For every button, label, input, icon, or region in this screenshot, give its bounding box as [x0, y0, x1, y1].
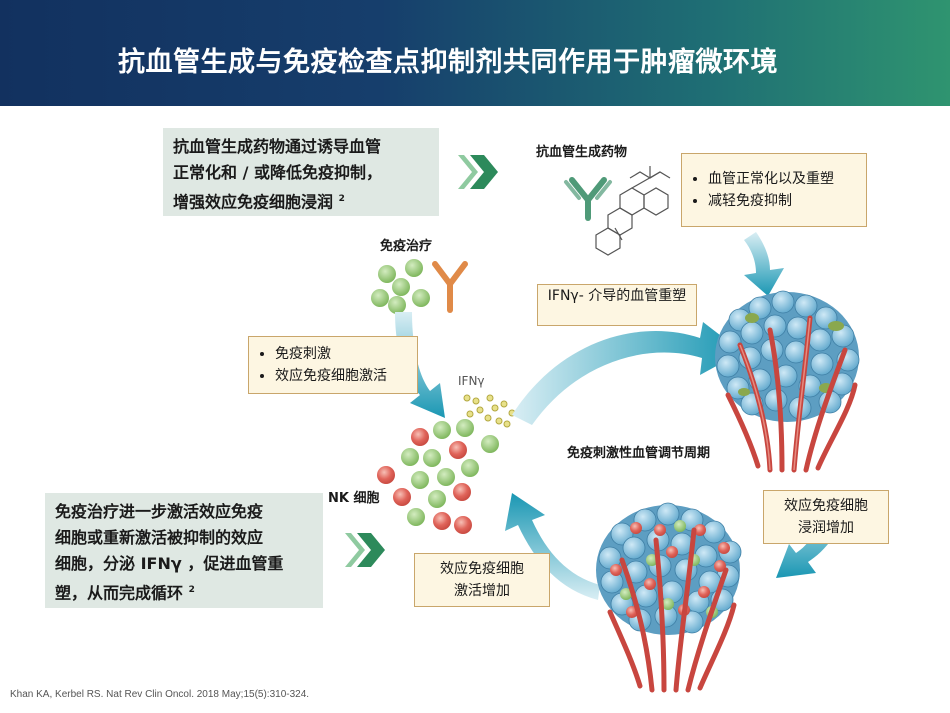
antibody-icon: [564, 177, 612, 221]
effect-item: 血管正常化以及重塑: [708, 168, 860, 190]
immune-stimulation-box: 免疫刺激 效应免疫细胞激活: [248, 336, 418, 394]
summary-line: 细胞或重新激活被抑制的效应: [55, 528, 264, 547]
ifn-label: IFNγ: [458, 374, 485, 388]
anti-angiogenic-drug-label: 抗血管生成药物: [536, 145, 628, 160]
angiogenesis-summary-box: 抗血管生成药物通过诱导血管 正常化和 / 或降低免疫抑制， 增强效应免疫细胞浸润…: [163, 128, 439, 216]
ifn-molecule-icon: [463, 394, 516, 428]
summary-line: 免疫治疗进一步激活效应免疫: [55, 502, 264, 521]
ifn-remodeling-box: IFNγ- 介导的血管重塑: [537, 284, 697, 326]
chevron-right-icon: [458, 155, 498, 189]
summary-line: 抗血管生成药物通过诱导血管: [173, 137, 382, 156]
nk-cell-label: NK 细胞: [328, 491, 380, 506]
anti-angiogenic-effects-box: 血管正常化以及重塑 减轻免疫抑制: [681, 153, 867, 227]
tumor-vessel-illustration: [715, 290, 860, 473]
arrow-down-icon: [744, 232, 784, 296]
summary-line: 塑，从而完成循环 2: [55, 583, 195, 603]
immune-cell-cluster-icon: [371, 259, 430, 314]
cycle-label: 免疫刺激性血管调节周期: [567, 446, 711, 461]
effector-cell-cluster-icon: [377, 419, 499, 534]
effect-item: 效应免疫细胞激活: [275, 365, 411, 387]
curved-arrow-icon: [512, 322, 742, 425]
header-banner: [0, 0, 950, 106]
immunotherapy-summary-box: 免疫治疗进一步激活效应免疫 细胞或重新激活被抑制的效应 细胞，分泌 IFNγ ，…: [45, 493, 323, 608]
chevron-right-icon: [345, 533, 385, 567]
antibody-icon: [432, 261, 468, 313]
summary-line: 细胞，分泌 IFNγ ，促进血管重: [55, 554, 284, 573]
citation: Khan KA, Kerbel RS. Nat Rev Clin Oncol. …: [10, 689, 310, 700]
effect-item: 免疫刺激: [275, 343, 411, 365]
page-title: 抗血管生成与免疫检查点抑制剂共同作用于肿瘤微环境: [118, 47, 778, 78]
effect-item: 减轻免疫抑制: [708, 190, 860, 212]
tumor-vessel-illustration: [596, 502, 742, 693]
summary-line: 正常化和 / 或降低免疫抑制，: [173, 163, 382, 182]
curved-arrow-icon: [505, 493, 600, 600]
immunotherapy-label: 免疫治疗: [380, 239, 433, 254]
activation-increase-box: 效应免疫细胞激活增加: [414, 553, 550, 607]
molecule-icon: [595, 166, 671, 256]
summary-line: 增强效应免疫细胞浸润 2: [173, 192, 345, 212]
infiltration-increase-box: 效应免疫细胞浸润增加: [763, 490, 889, 544]
